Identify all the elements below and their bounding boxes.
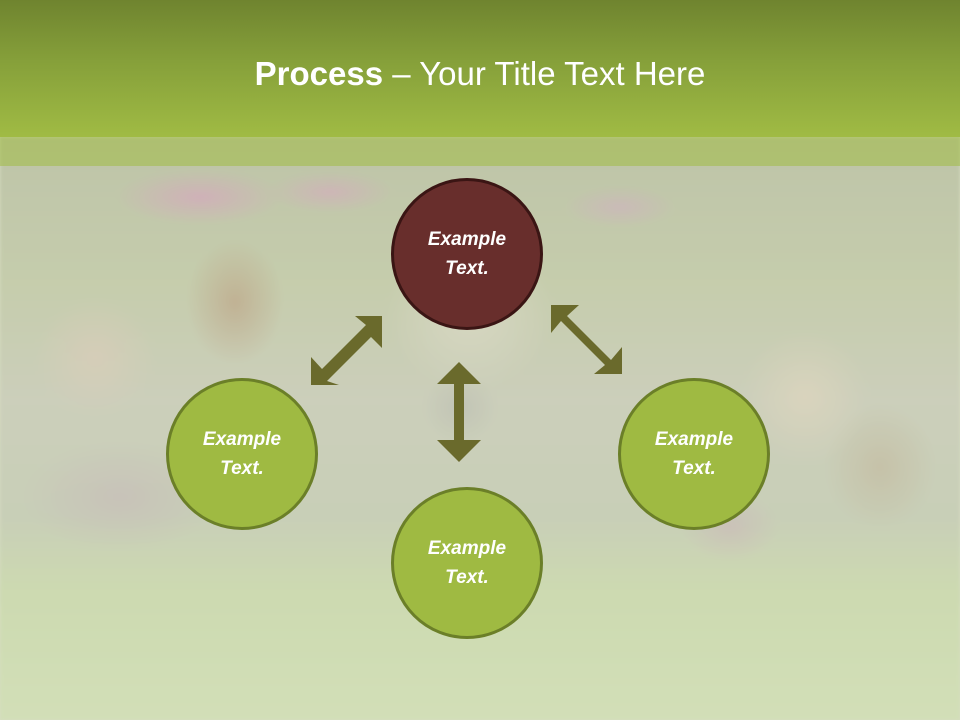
process-node-top[interactable]: Example Text. xyxy=(391,178,543,330)
node-text-line2: Text. xyxy=(220,458,264,479)
node-text-line1: Example xyxy=(427,538,507,559)
node-text-line1: Example xyxy=(427,229,507,250)
title-bar: Process – Your Title Text Here xyxy=(0,0,960,137)
header-band xyxy=(0,137,960,166)
process-node-right[interactable]: Example Text. xyxy=(618,378,770,530)
node-text-line2: Text. xyxy=(445,567,489,588)
process-node-bottom[interactable]: Example Text. xyxy=(391,487,543,639)
title-rest: – Your Title Text Here xyxy=(383,55,706,92)
node-text-line2: Text. xyxy=(445,258,489,279)
node-text-line1: Example xyxy=(654,429,734,450)
title-bold: Process xyxy=(254,55,384,92)
node-text-line2: Text. xyxy=(672,458,716,479)
node-text-line1: Example xyxy=(202,429,282,450)
slide-title[interactable]: Process – Your Title Text Here xyxy=(0,52,960,96)
process-node-left[interactable]: Example Text. xyxy=(166,378,318,530)
